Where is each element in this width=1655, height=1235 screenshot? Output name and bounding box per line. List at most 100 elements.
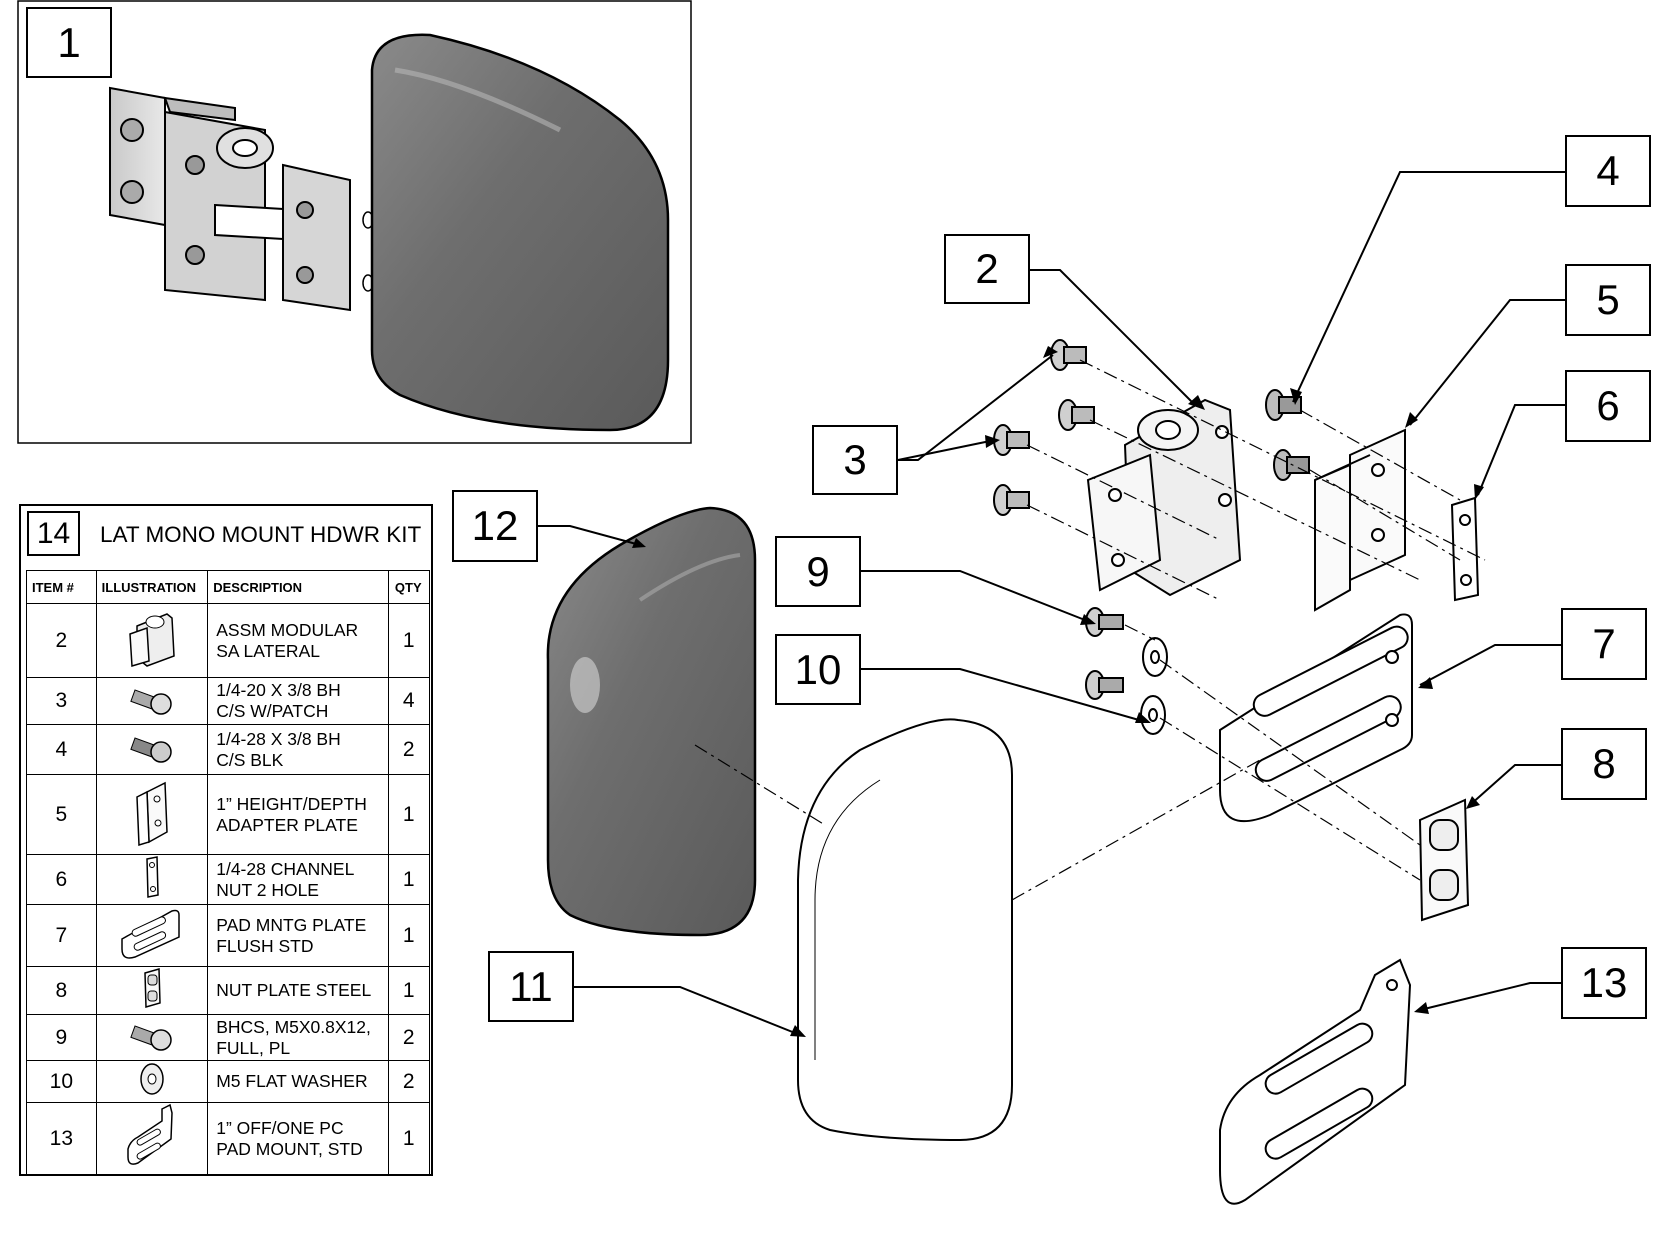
desc-line-1: 1/4-28 X 3/8 BH <box>216 728 341 749</box>
desc-line-1: 1/4-28 CHANNEL <box>216 858 355 879</box>
callout-4: 4 <box>1565 135 1651 207</box>
channel-nut-icon <box>95 854 209 905</box>
screw-icon <box>95 724 209 775</box>
item-number: 3 <box>26 677 97 725</box>
pad-mount-icon <box>1219 958 1412 1205</box>
screw-icon <box>95 677 209 725</box>
channel-nut-icon <box>1450 496 1480 602</box>
item-qty: 1 <box>387 774 431 855</box>
hinge-assembly-icon <box>1086 398 1242 597</box>
desc-line-1: 1” HEIGHT/DEPTH <box>216 793 367 814</box>
header-qty: QTY <box>387 570 431 604</box>
callout-8: 8 <box>1561 728 1647 800</box>
hardware-kit-frame <box>19 504 433 1176</box>
desc-line-1: PAD MNTG PLATE <box>216 914 367 935</box>
desc-line-1: 1/4-20 X 3/8 BH <box>216 680 341 700</box>
callout-2: 2 <box>944 234 1030 304</box>
adapter-plate-icon <box>95 774 209 855</box>
pad-mount-icon <box>95 1102 209 1175</box>
item-number: 5 <box>26 774 97 855</box>
desc-line-2: PAD MOUNT, STD <box>216 1138 363 1159</box>
arrowheads <box>632 346 1484 1037</box>
header-description: DESCRIPTION <box>207 570 389 604</box>
item-description: NUT PLATE STEEL <box>207 966 389 1015</box>
item-number: 4 <box>26 724 97 775</box>
item-number: 7 <box>26 904 97 967</box>
kit-title: LAT MONO MOUNT HDWR KIT <box>100 522 422 547</box>
item-qty: 1 <box>387 904 431 967</box>
callout-5: 5 <box>1565 264 1651 336</box>
nut-plate-icon <box>95 966 209 1015</box>
item-description: M5 FLAT WASHER <box>207 1060 389 1103</box>
item-qty: 2 <box>387 1060 431 1103</box>
item-qty: 4 <box>387 677 431 725</box>
callout-7: 7 <box>1561 608 1647 680</box>
item-number: 13 <box>26 1102 97 1175</box>
washer-icon <box>95 1060 209 1103</box>
callout-1: 1 <box>26 7 112 78</box>
adapter-plate-icon <box>1314 428 1406 612</box>
alignment-lines <box>694 359 1486 901</box>
item-number: 2 <box>26 603 97 678</box>
callout-9: 9 <box>775 536 861 607</box>
kit-number: 14 <box>27 511 80 556</box>
desc-line-2: NUT 2 HOLE <box>216 879 319 900</box>
desc-line-1: ASSM MODULAR <box>216 619 359 640</box>
item-number: 6 <box>26 854 97 905</box>
assembly-view-frame <box>17 0 692 444</box>
callout-10: 10 <box>775 634 861 705</box>
callout-6: 6 <box>1565 370 1651 442</box>
item-qty: 1 <box>387 1102 431 1175</box>
item-qty: 1 <box>387 966 431 1015</box>
hinge-assembly-icon <box>95 603 209 678</box>
callout-11: 11 <box>488 951 574 1022</box>
assembled-lateral-icon <box>109 33 670 432</box>
desc-line-1: 1” OFF/ONE PC <box>216 1117 344 1138</box>
pad-gray-icon <box>546 506 757 937</box>
desc-line-2: SA LATERAL <box>216 640 320 661</box>
mounting-plate-icon <box>1219 613 1413 823</box>
desc-line-2: ADAPTER PLATE <box>216 814 358 835</box>
desc-line-2: C/S BLK <box>216 749 284 770</box>
screw-icon <box>95 1014 209 1061</box>
item-number: 8 <box>26 966 97 1015</box>
pad-white-icon <box>797 718 1013 1142</box>
screw-group-item4 <box>1265 389 1310 481</box>
desc-line-1: NUT PLATE STEEL <box>216 980 372 1000</box>
mounting-plate-icon <box>95 904 209 967</box>
parts-table: ITEM # ILLUSTRATION DESCRIPTION QTY 2 AS… <box>26 570 431 1175</box>
screw-group-item3 <box>993 339 1095 516</box>
table-row: 8 NUT PLATE STEEL 1 <box>26 966 431 1015</box>
table-row: 10 M5 FLAT WASHER 2 <box>26 1060 431 1103</box>
screw-group-item9 <box>1085 607 1124 700</box>
table-row: 9 BHCS, M5X0.8X12,FULL, PL 2 <box>26 1014 431 1061</box>
desc-line-2: FULL, PL <box>216 1037 291 1058</box>
table-header-row: ITEM # ILLUSTRATION DESCRIPTION QTY <box>26 570 431 604</box>
desc-line-1: BHCS, M5X0.8X12, <box>216 1016 371 1037</box>
header-item: ITEM # <box>26 570 97 604</box>
leader-lines <box>538 171 1565 1036</box>
item-number: 9 <box>26 1014 97 1061</box>
callout-3: 3 <box>812 425 898 495</box>
callout-13: 13 <box>1561 947 1647 1019</box>
desc-line-2: FLUSH STD <box>216 935 314 956</box>
item-description: BHCS, M5X0.8X12,FULL, PL <box>207 1014 389 1061</box>
header-illustration: ILLUSTRATION <box>95 570 209 604</box>
item-qty: 2 <box>387 1014 431 1061</box>
desc-line-1: M5 FLAT WASHER <box>216 1071 368 1091</box>
item-qty: 1 <box>387 603 431 678</box>
